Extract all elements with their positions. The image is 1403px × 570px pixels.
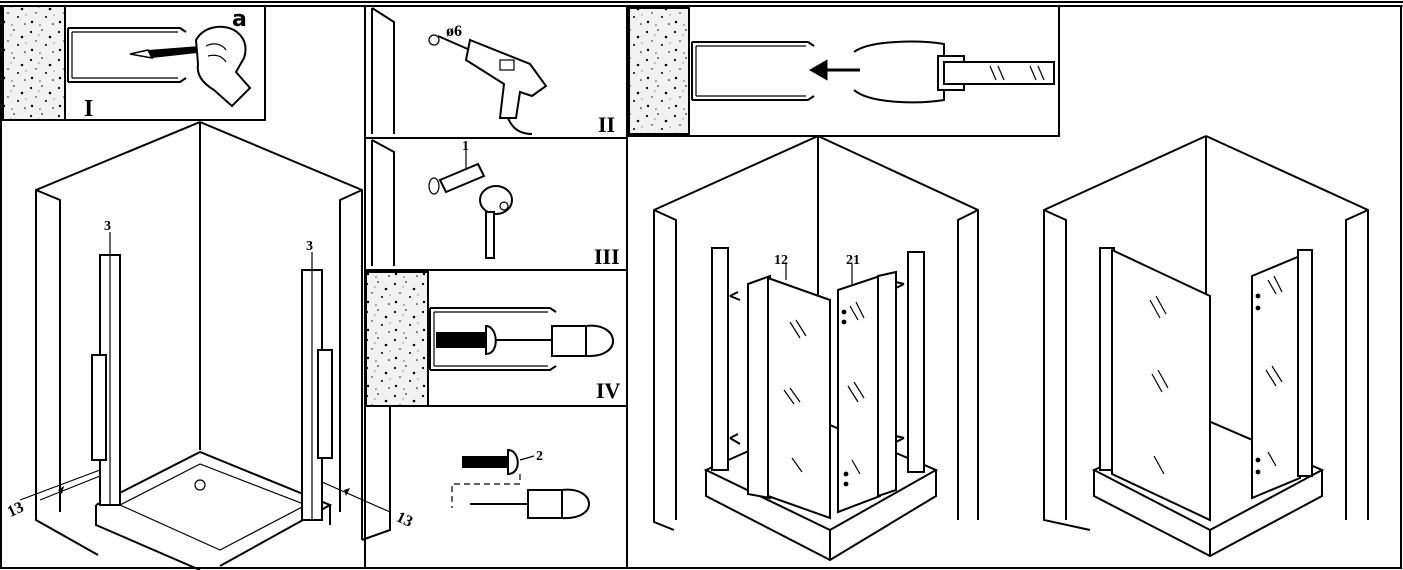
- step-a-label: a: [232, 7, 247, 32]
- door-panel-left: [747, 274, 831, 520]
- hinge-bracket: [479, 185, 513, 259]
- door-panel-right: [837, 270, 897, 514]
- pencil-icon: [129, 46, 206, 60]
- seal-strip-right: [317, 349, 333, 459]
- step-iii-label: III: [594, 244, 620, 269]
- door-profile: [853, 40, 1055, 104]
- wall-concrete: [365, 271, 429, 407]
- step-ii-label: II: [598, 112, 615, 137]
- step-ii-panel: ø6 II: [365, 7, 627, 139]
- anchor-plug: [438, 162, 486, 194]
- wall-profile-left: [711, 247, 729, 471]
- callout-door-right: 21: [846, 253, 860, 268]
- dimension-gap-left: 13: [5, 469, 101, 521]
- seal-strip-left: [91, 354, 107, 461]
- wall-concrete: [2, 5, 66, 121]
- shower-enclosure-right: [1043, 135, 1369, 558]
- step-iii-panel: 1 III: [365, 139, 627, 271]
- screwdriver-icon: [470, 488, 590, 520]
- step-iv-panel: IV: [365, 271, 627, 407]
- door-panel-right: [1251, 254, 1301, 500]
- step-i-panel: a I: [2, 5, 266, 122]
- dimension-gap-right: 13: [321, 481, 416, 531]
- shower-enclosure-middle: 12 21: [653, 135, 979, 562]
- screwdriver-icon: [496, 324, 614, 358]
- wall-profile: [67, 27, 187, 83]
- step-i-label: I: [84, 96, 93, 122]
- step-profile-panel: [626, 5, 1060, 137]
- callout-profile-right: 3: [306, 239, 313, 254]
- drill-size-label: ø6: [446, 23, 462, 40]
- svg-text:13: 13: [5, 499, 27, 521]
- drill-icon: [428, 34, 548, 135]
- callout-screw: 2: [536, 449, 543, 464]
- svg-text:13: 13: [394, 509, 416, 531]
- drain: [194, 479, 206, 491]
- screw-icon: [436, 324, 497, 356]
- screw-detail: 2: [451, 448, 590, 520]
- hand-icon: [194, 25, 252, 108]
- callout-anchor: 1: [462, 139, 469, 154]
- shower-tray: [95, 450, 333, 567]
- callout-door-left: 12: [774, 253, 788, 268]
- insert-arrow: [808, 59, 860, 81]
- shower-enclosure-left: 3 3 13 13: [5, 121, 416, 570]
- step-iv-label: IV: [596, 378, 621, 403]
- wall-edge: [371, 7, 395, 134]
- door-panel-left: [1111, 248, 1211, 522]
- wall-concrete: [628, 7, 690, 135]
- callout-profile-left: 3: [104, 219, 111, 234]
- wall-profile-right: [907, 251, 925, 473]
